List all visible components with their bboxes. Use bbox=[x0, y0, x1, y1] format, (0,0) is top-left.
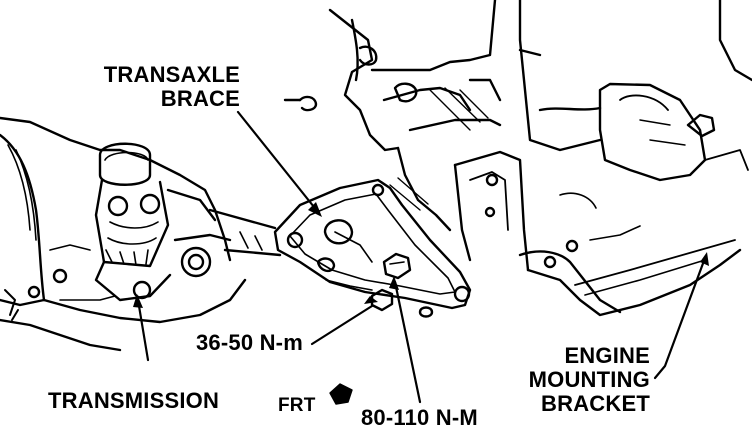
torque-80-110-label: 80-110 N-M bbox=[361, 405, 478, 430]
transaxle-brace-label-line1: TRANSAXLE bbox=[103, 62, 240, 87]
engine-mounting-bracket-line1: ENGINE bbox=[564, 343, 650, 368]
front-indicator-label: FRT bbox=[278, 395, 316, 416]
leader-engine-bracket bbox=[653, 256, 707, 380]
transaxle-brace bbox=[273, 178, 472, 318]
front-direction-arrow-icon bbox=[329, 383, 353, 405]
engine-mounting-bracket-line3: BRACKET bbox=[541, 391, 650, 416]
axle-shaft bbox=[208, 208, 282, 257]
engine-mounting-bracket-line2: MOUNTING bbox=[528, 367, 650, 392]
arrowheads bbox=[133, 202, 709, 308]
transaxle-brace-label-line2: BRACE bbox=[160, 86, 240, 111]
engine-block bbox=[283, 0, 602, 232]
transmission-housing bbox=[0, 116, 247, 352]
transmission-label: TRANSMISSION bbox=[48, 388, 220, 413]
leader-36-50 bbox=[310, 304, 374, 346]
leader-80-110 bbox=[393, 280, 422, 404]
leader-transmission bbox=[136, 298, 150, 362]
transaxle-brace-label: TRANSAXLE BRACE bbox=[80, 63, 240, 111]
leader-lines bbox=[136, 110, 707, 404]
torque-36-50-label: 36-50 N-m bbox=[196, 330, 303, 355]
engine-mounting-bracket-label: ENGINE MOUNTING BRACKET bbox=[500, 344, 650, 416]
leader-transaxle-brace bbox=[236, 110, 320, 214]
engine-mounting-bracket bbox=[453, 0, 752, 317]
